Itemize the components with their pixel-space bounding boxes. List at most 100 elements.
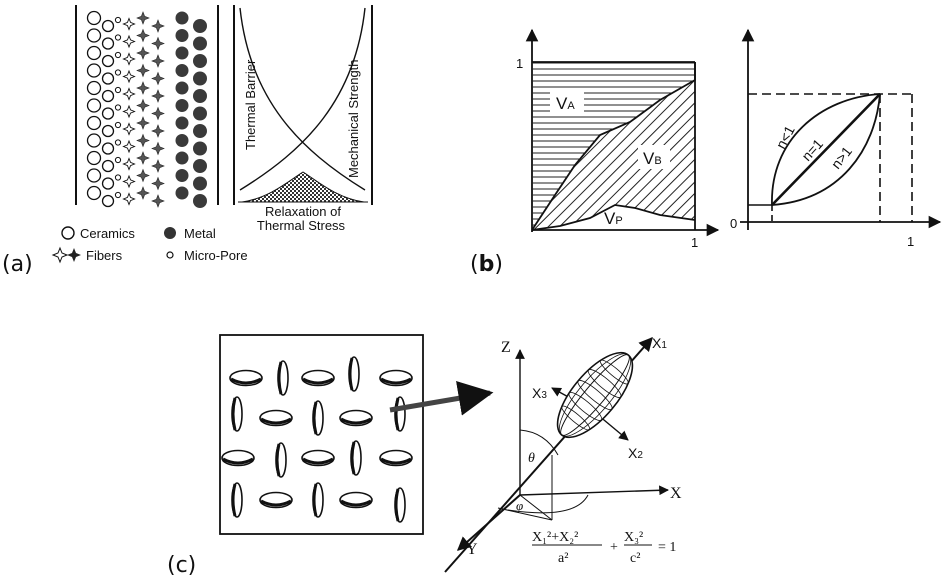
eq-denominator-1: a² xyxy=(558,551,568,566)
ceramic-particle xyxy=(86,63,102,78)
fiber-open xyxy=(122,17,136,31)
ceramic-particle xyxy=(86,133,102,148)
z-axis-label: Z xyxy=(501,339,511,356)
phi-label: φ xyxy=(516,498,523,513)
panel-b-tag-close: ) xyxy=(494,252,503,277)
fiber-open xyxy=(122,174,136,189)
ceramics-legend-icon xyxy=(61,226,75,240)
ceramic-particle xyxy=(86,98,102,113)
b-zero: 0 xyxy=(730,216,737,231)
inclusion-shade xyxy=(312,401,318,435)
micro-pore xyxy=(114,156,122,164)
eq-numerator-2: X₃² xyxy=(624,530,643,545)
theta-arc xyxy=(519,429,559,456)
inclusion-shade xyxy=(380,457,412,465)
micro-pore xyxy=(114,51,122,59)
thermal-barrier-label: Thermal Barrier xyxy=(243,59,258,150)
n-less-label: n<1 xyxy=(773,123,798,152)
zoom-arrow xyxy=(389,381,494,416)
vb-label-bg xyxy=(638,145,670,169)
fiber-filled xyxy=(151,89,165,103)
fiber-filled xyxy=(151,159,165,173)
ceramic-particle xyxy=(101,194,115,208)
inclusion-array xyxy=(221,356,413,523)
legend-ceramics: Ceramics xyxy=(80,226,135,241)
fiber-filled xyxy=(136,116,150,130)
va-label: VA xyxy=(556,94,575,113)
inclusion-shade xyxy=(394,397,400,431)
fiber-filled xyxy=(136,63,150,78)
fiber-filled xyxy=(136,28,150,43)
fiber-filled xyxy=(136,81,150,95)
n-less-curve xyxy=(771,93,881,206)
fiber-open xyxy=(122,87,136,101)
metal-particle xyxy=(193,176,207,191)
legend-metal: Metal xyxy=(184,226,216,241)
fiber-filled xyxy=(136,168,150,183)
b-x-one-right: 1 xyxy=(907,234,914,249)
metal-particle xyxy=(175,81,189,95)
metal-particle xyxy=(175,169,189,182)
metal-particle xyxy=(175,116,189,130)
eq-rhs: = 1 xyxy=(658,540,676,555)
ellipsoid xyxy=(556,351,634,439)
eq-plus: + xyxy=(610,540,618,555)
vb-label: VB xyxy=(643,149,662,168)
micro-pore xyxy=(114,34,122,41)
ellipsoid-equation: X₁²+X₂² a² + X₃² c² = 1 xyxy=(532,530,676,566)
inclusion-shade xyxy=(340,417,372,425)
thermal-barrier-curve xyxy=(239,7,366,191)
micro-pore xyxy=(114,139,122,146)
n-equal-label: n=1 xyxy=(798,135,826,164)
inclusion-shade xyxy=(302,377,334,385)
projection-triangle xyxy=(497,494,553,521)
metal-particle xyxy=(175,134,189,147)
ceramic-particle xyxy=(101,124,115,138)
metal-particle xyxy=(175,11,189,25)
metal-particle xyxy=(193,36,207,51)
metal-particle xyxy=(193,141,207,156)
fiber-open xyxy=(122,139,136,154)
eq-numerator-1: X₁²+X₂² xyxy=(532,530,578,545)
panel-a-fgm-structure: Thermal Barrier Mechanical Strength Rela… xyxy=(51,5,373,264)
panel-b-tag-open: ( xyxy=(470,252,479,277)
stress-relaxation-hump xyxy=(241,171,365,203)
mechanical-strength-label: Mechanical Strength xyxy=(346,59,361,178)
vb-region xyxy=(532,80,695,230)
fiber-filled xyxy=(136,133,150,148)
fiber-open xyxy=(122,157,136,171)
legend-a: Ceramics Metal Fibers Micro-Pore xyxy=(51,226,248,264)
fiber-filled xyxy=(151,19,165,33)
vb-vp-boundary xyxy=(531,204,696,231)
fiber-filled xyxy=(151,71,165,86)
inclusion-shade xyxy=(380,377,412,385)
metal-particle xyxy=(175,46,189,60)
ceramic-particle xyxy=(101,177,115,190)
relaxation-label-line2: Thermal Stress xyxy=(257,218,346,233)
inclusion-shade xyxy=(275,443,281,477)
eq-denominator-2: c² xyxy=(630,551,640,566)
ceramic-particle xyxy=(86,185,102,201)
metal-particle xyxy=(193,159,207,173)
gradient-particle-field xyxy=(86,10,207,208)
fiber-filled xyxy=(151,176,165,191)
micro-pore xyxy=(114,104,122,111)
fiber-filled xyxy=(151,106,165,121)
relaxation-label-line1: Relaxation of xyxy=(265,204,341,219)
metal-particle xyxy=(193,89,207,103)
metal-legend-icon xyxy=(164,227,176,239)
fiber-open xyxy=(122,192,136,206)
inclusion-shade xyxy=(394,488,400,522)
ceramic-particle xyxy=(86,80,102,96)
inclusion-shade xyxy=(348,357,354,391)
fiber-filled xyxy=(151,54,165,68)
legend-fibers: Fibers xyxy=(86,248,123,263)
micro-pore xyxy=(114,16,122,24)
fiber-open xyxy=(122,34,136,49)
metal-particle xyxy=(193,124,207,138)
y-axis-label: Y xyxy=(466,541,478,558)
micro-pore xyxy=(114,174,122,181)
fiber-filled xyxy=(136,11,150,25)
ceramic-particle xyxy=(101,89,115,103)
